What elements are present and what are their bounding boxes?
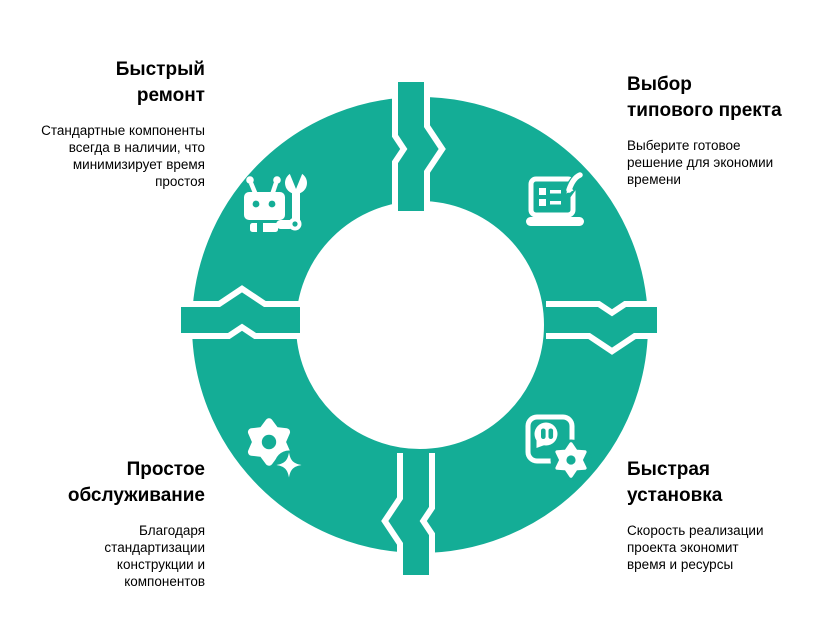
item-bottom-left: Простое обслуживание Благодаря стандарти… [0,457,205,590]
item-description: Стандартные компоненты всегда в наличии,… [41,123,205,190]
item-bottom-right: Быстрая установка Скорость реализации пр… [627,457,828,573]
item-top-right: Выбор типового пректа Выберите готовое р… [627,72,828,188]
item-title: Быстрая установка [627,459,723,507]
robot-wrench-icon [244,167,307,232]
chevron-arrow-top-icon [392,82,446,211]
item-title: Быстрый ремонт [115,59,205,107]
item-description: Выберите готовое решение для экономии вр… [627,138,774,188]
item-title: Простое обслуживание [67,459,205,507]
item-top-left: Быстрый ремонт Стандартные компоненты вс… [0,57,205,190]
chevron-arrow-bottom-icon [381,453,435,575]
item-title: Выбор типового пректа [627,74,782,122]
laptop-checklist-icon [526,169,586,226]
item-description: Скорость реализации проекта экономит вре… [627,523,764,573]
chevron-arrow-right-icon [546,301,657,355]
item-description: Благодаря стандартизации конструкции и к… [104,523,205,590]
gear-sparkle-icon [247,418,304,480]
chevron-arrow-left-icon [181,285,300,339]
socket-gear-icon [525,414,592,481]
